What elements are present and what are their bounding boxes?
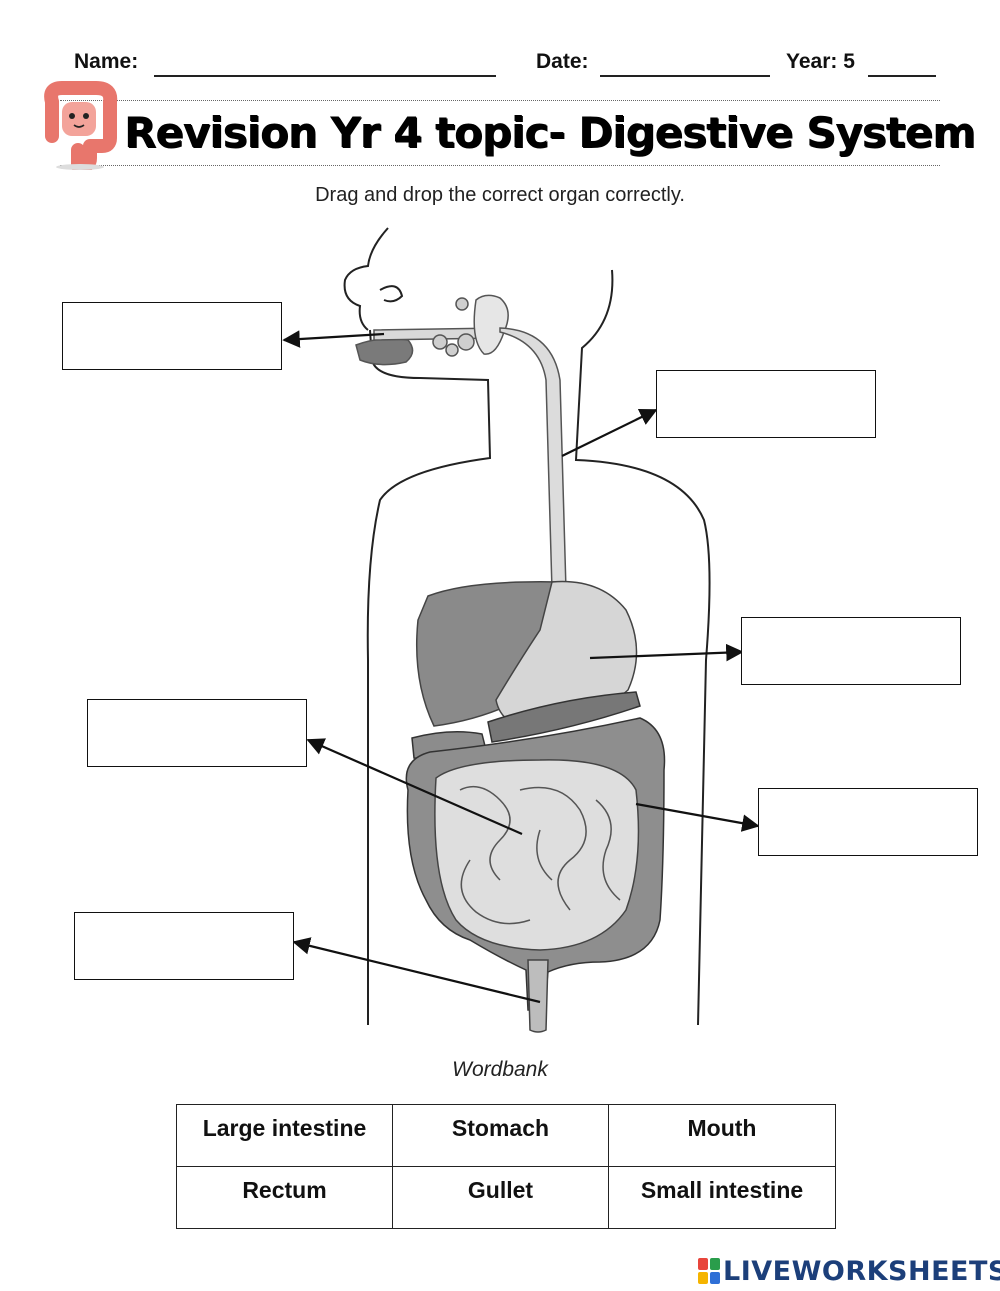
divider-bottom <box>60 165 940 166</box>
liveworksheets-logo[interactable]: LIVEWORKSHEETS <box>698 1254 1000 1288</box>
instruction-text: Drag and drop the correct organ correctl… <box>315 184 685 206</box>
drop-box-stomach[interactable] <box>741 617 961 685</box>
intestine-mascot-icon <box>44 81 118 170</box>
drop-box-small-intestine[interactable] <box>87 699 307 767</box>
body-outline <box>343 227 711 1026</box>
wordbank-table: Large intestine Stomach Mouth Rectum Gul… <box>176 1104 836 1229</box>
small-intestine-organ <box>434 759 640 951</box>
word-small-intestine[interactable]: Small intestine <box>608 1166 836 1229</box>
drop-box-large-intestine[interactable] <box>758 788 978 856</box>
liveworksheets-icon <box>698 1258 720 1284</box>
gullet-organ <box>499 327 567 591</box>
small-intestine-coils <box>459 785 621 925</box>
word-gullet[interactable]: Gullet <box>392 1166 609 1229</box>
pancreas-organ <box>487 691 641 743</box>
arrow-small-intestine <box>306 738 523 836</box>
word-rectum[interactable]: Rectum <box>176 1166 393 1229</box>
drop-box-gullet[interactable] <box>656 370 876 438</box>
wordbank-row: Large intestine Stomach Mouth <box>176 1104 836 1167</box>
drop-box-mouth[interactable] <box>62 302 282 370</box>
arrow-mouth <box>282 330 385 348</box>
mouth-organ <box>355 294 509 366</box>
arrow-rectum <box>292 937 541 1004</box>
name-label: Name: <box>74 50 139 73</box>
page-title: Revision Yr 4 topic- Digestive System <box>124 108 976 157</box>
date-label: Date: <box>536 50 589 73</box>
header-row: Name: Date: Year: 5 <box>74 50 944 80</box>
rectum-organ <box>527 959 549 1033</box>
wordbank-row: Rectum Gullet Small intestine <box>176 1166 836 1229</box>
wordbank-title: Wordbank <box>452 1058 548 1081</box>
name-line <box>154 75 496 77</box>
liveworksheets-brand: LIVEWORKSHEETS <box>723 1255 1000 1287</box>
arrow-stomach <box>589 643 744 662</box>
drop-box-rectum[interactable] <box>74 912 294 980</box>
year-line <box>868 75 936 77</box>
year-label: Year: 5 <box>786 50 855 73</box>
word-mouth[interactable]: Mouth <box>608 1104 836 1167</box>
digestive-system-diagram <box>282 227 760 1033</box>
date-line <box>600 75 770 77</box>
arrow-gullet <box>561 409 658 457</box>
divider-top <box>60 100 940 101</box>
word-large-intestine[interactable]: Large intestine <box>176 1104 393 1167</box>
label-arrows <box>282 330 760 1004</box>
arrow-large-intestine <box>635 802 760 832</box>
word-stomach[interactable]: Stomach <box>392 1104 609 1167</box>
